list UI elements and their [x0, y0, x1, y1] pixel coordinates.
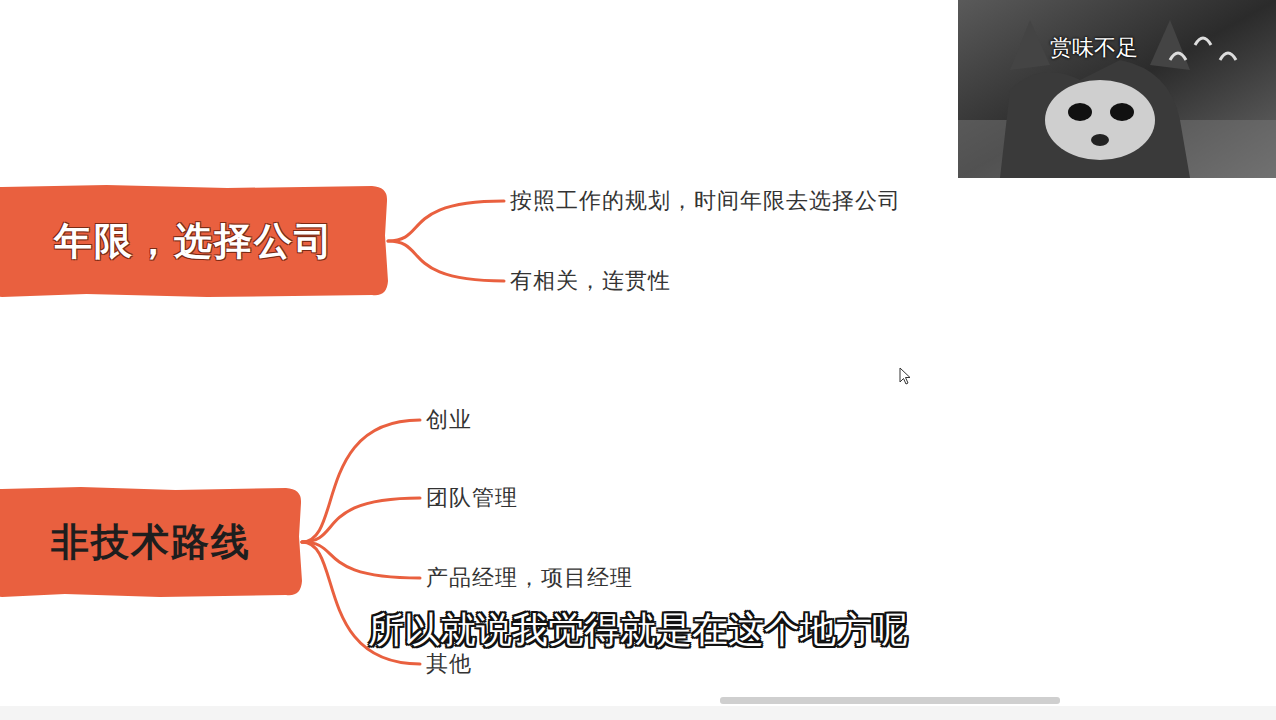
- branch-topic: 产品经理，项目经理: [420, 561, 639, 595]
- branch-text: 创业: [426, 405, 472, 435]
- scrollbar: [720, 697, 1060, 704]
- branch-text: 产品经理，项目经理: [426, 563, 633, 593]
- branch-curve: [388, 241, 504, 281]
- watermark: 赏味不足: [1050, 33, 1138, 63]
- branch-text: 按照工作的规划，时间年限去选择公司: [510, 186, 901, 216]
- topic-box: 非技术路线: [0, 487, 302, 597]
- branch-text: 其他: [426, 649, 472, 679]
- branch-topic: 其他: [420, 647, 478, 681]
- topic-text: 非技术路线: [51, 517, 251, 568]
- bottom-strip: [0, 706, 1276, 720]
- branch-curve: [388, 201, 504, 241]
- webcam-overlay: [958, 0, 1276, 178]
- branch-topic: 按照工作的规划，时间年限去选择公司: [504, 184, 907, 218]
- branch-topic: 有相关，连贯性: [504, 264, 677, 298]
- branch-topic: 创业: [420, 403, 478, 437]
- branch-curve: [302, 420, 420, 542]
- rough-box: [0, 185, 388, 297]
- branch-topic: 团队管理: [420, 481, 524, 515]
- branch-curve: [302, 498, 420, 542]
- branch-curve: [302, 542, 420, 578]
- subtitle: 所以就说我觉得就是在这个地方呢: [368, 606, 908, 655]
- rough-box: [0, 487, 302, 597]
- mouse-cursor: [900, 368, 910, 384]
- branch-text: 团队管理: [426, 483, 518, 513]
- branch-text: 有相关，连贯性: [510, 266, 671, 296]
- topic-box: 年限，选择公司: [0, 185, 388, 297]
- topic-text: 年限，选择公司: [54, 216, 334, 267]
